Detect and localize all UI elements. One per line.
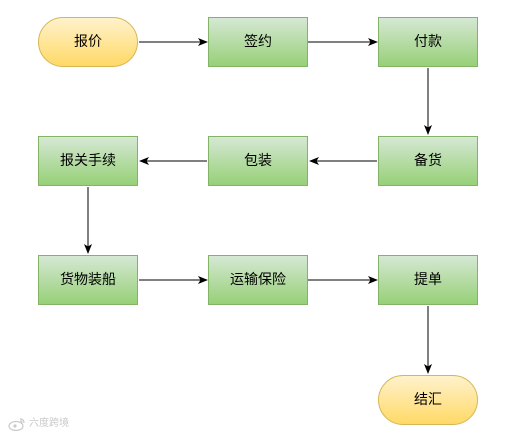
node-pack: 包装 [208, 136, 308, 186]
node-customs: 报关手续 [38, 136, 138, 186]
node-load: 货物装船 [38, 255, 138, 305]
node-stock: 备货 [378, 136, 478, 186]
node-settle: 结汇 [378, 375, 478, 425]
node-pay: 付款 [378, 17, 478, 67]
node-sign: 签约 [208, 17, 308, 67]
node-bill: 提单 [378, 255, 478, 305]
watermark: 六度跨境 [8, 417, 69, 431]
watermark-text: 六度跨境 [29, 418, 69, 429]
node-quote: 报价 [38, 17, 138, 67]
weibo-logo-icon [8, 417, 26, 431]
node-insure: 运输保险 [208, 255, 308, 305]
